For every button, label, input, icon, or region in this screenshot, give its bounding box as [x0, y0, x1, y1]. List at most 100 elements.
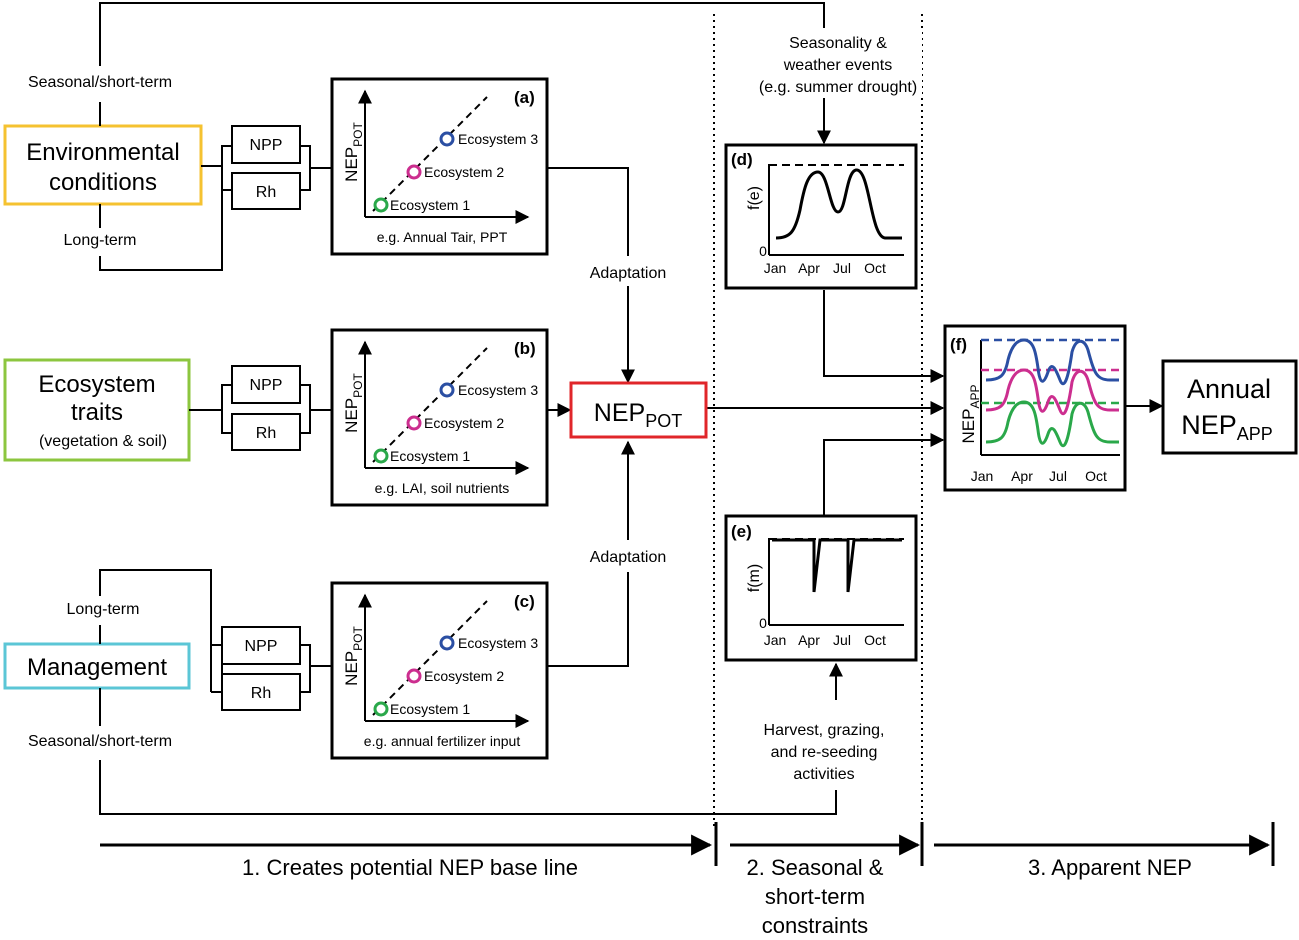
environmental-title-line1: Environmental — [26, 139, 179, 166]
months-d-3: Oct — [864, 260, 886, 276]
months-d-1: Apr — [798, 260, 820, 276]
annual-line1: Annual — [1187, 374, 1271, 404]
panel-a-ecosystem-3-marker — [439, 131, 455, 147]
weather-events-text: Seasonality & weather events (e.g. summe… — [752, 28, 922, 98]
seasonal-bottom-label: Seasonal/short-term — [28, 733, 172, 750]
weather-line1: Seasonality & — [789, 35, 887, 52]
panel-c-ecosystem-3-label: Ecosystem 3 — [458, 635, 538, 651]
panel-b-ecosystem-3-label: Ecosystem 3 — [458, 382, 538, 398]
panel-b-ylabel-main: NEP — [342, 398, 361, 433]
rh-label-b: Rh — [256, 425, 276, 442]
panel-f-month-labels: Jan Apr Jul Oct — [971, 468, 1107, 484]
panel-c-xlabel: e.g. annual fertilizer input — [364, 733, 521, 749]
phase2-line2: short-term — [765, 884, 865, 909]
panel-e-curve — [772, 538, 902, 593]
panel-f-curve-magenta — [985, 368, 1119, 416]
mgmt-line1: Harvest, grazing, — [764, 722, 885, 739]
npp-rh-group-a: NPP Rh — [231, 125, 301, 210]
traits-subtitle: (vegetation & soil) — [39, 433, 167, 450]
panel-d-letter: (d) — [731, 150, 753, 169]
nep-pot-label: NEPPOT — [594, 399, 682, 431]
panel-b-ylabel: NEPPOT — [342, 373, 365, 433]
months-e-3: Oct — [864, 632, 886, 648]
npp-label-b: NPP — [250, 377, 283, 394]
long-term-bottom-label: Long-term — [67, 601, 140, 618]
npp-label-a: NPP — [250, 137, 283, 154]
annual-nep-main: NEP — [1181, 410, 1237, 440]
months-f-2: Jul — [1049, 468, 1067, 484]
panel-c-ylabel-main: NEP — [342, 651, 361, 686]
panel-a-ecosystem-2-marker — [406, 164, 422, 180]
panel-c-ylabel: NEPPOT — [342, 626, 365, 686]
annual-nep-sub: APP — [1237, 424, 1273, 444]
adaptation-top-label: Adaptation — [590, 265, 667, 282]
panel-a-ecosystem-3-label: Ecosystem 3 — [458, 131, 538, 147]
months-d-2: Jul — [833, 260, 851, 276]
panel-a-xlabel: e.g. Annual Tair, PPT — [377, 229, 508, 245]
panel-b-ecosystem-1-marker — [373, 448, 389, 464]
nep-pot-box: NEPPOT — [569, 381, 708, 439]
management-box: Management — [3, 642, 191, 690]
panel-e-letter: (e) — [731, 522, 752, 541]
months-e-1: Apr — [798, 632, 820, 648]
ecosystem-traits-box: Ecosystem traits (vegetation & soil) — [3, 358, 191, 462]
panel-c-trend-line — [372, 600, 488, 716]
panel-f-ylabel: NEPAPP — [959, 385, 982, 444]
panel-e-zero: 0 — [759, 615, 767, 631]
months-e-0: Jan — [764, 632, 787, 648]
environmental-title-line2: conditions — [49, 169, 157, 196]
panel-d-zero: 0 — [759, 243, 767, 259]
management-activities-text: Harvest, grazing, and re-seeding activit… — [764, 722, 885, 783]
panel-c-ecosystem-3-marker — [439, 635, 455, 651]
panel-c-ylabel-sub: POT — [351, 626, 365, 651]
panel-a-ecosystem-2-label: Ecosystem 2 — [424, 164, 504, 180]
panel-a-ylabel-main: NEP — [342, 147, 361, 182]
panel-b-ecosystem-3-marker — [439, 382, 455, 398]
panel-b-ecosystem-1-label: Ecosystem 1 — [390, 448, 470, 464]
weather-line3: (e.g. summer drought) — [759, 79, 917, 96]
management-title: Management — [27, 654, 167, 681]
phase1-label: 1. Creates potential NEP base line — [242, 855, 578, 880]
adaptation-bottom-label: Adaptation — [590, 549, 667, 566]
months-f-3: Oct — [1085, 468, 1107, 484]
months-e-2: Jul — [833, 632, 851, 648]
panel-a-trend-line — [372, 96, 488, 212]
traits-title-line1: Ecosystem — [38, 371, 155, 398]
panel-a-ecosystem-1-marker — [373, 197, 389, 213]
panel-b-ecosystem-2-label: Ecosystem 2 — [424, 415, 504, 431]
rh-label-a: Rh — [256, 184, 276, 201]
panel-c-ecosystem-2-marker — [406, 668, 422, 684]
nep-pot-main: NEP — [594, 399, 645, 427]
panel-c-letter: (c) — [514, 592, 535, 611]
panel-b-xlabel: e.g. LAI, soil nutrients — [375, 480, 510, 496]
seasonal-top-label: Seasonal/short-term — [28, 74, 172, 91]
panel-c-ecosystem-1-label: Ecosystem 1 — [390, 701, 470, 717]
panel-f-ylabel-sub: APP — [968, 385, 982, 409]
annual-nep-app-box: Annual NEPAPP — [1161, 359, 1298, 455]
panel-a-ylabel: NEPPOT — [342, 122, 365, 182]
connector-lines — [99, 2, 1164, 815]
phase3-label: 3. Apparent NEP — [1028, 855, 1192, 880]
panel-f-curve-green — [985, 400, 1119, 448]
panel-a-ecosystem-1-label: Ecosystem 1 — [390, 197, 470, 213]
mgmt-line3: activities — [793, 766, 854, 783]
panel-b-ylabel-sub: POT — [351, 373, 365, 398]
months-f-1: Apr — [1011, 468, 1033, 484]
panel-f-curve-blue — [985, 338, 1119, 386]
months-f-0: Jan — [971, 468, 994, 484]
mgmt-line2: and re-seeding — [771, 744, 878, 761]
rh-label-c: Rh — [251, 685, 271, 702]
panel-b-trend-line — [372, 347, 488, 463]
long-term-top-label: Long-term — [64, 232, 137, 249]
panel-f-series — [981, 338, 1120, 448]
panel-d-ylabel: f(e) — [746, 186, 763, 210]
panel-f-ylabel-main: NEP — [959, 409, 978, 444]
nep-pot-sub: POT — [645, 411, 682, 431]
